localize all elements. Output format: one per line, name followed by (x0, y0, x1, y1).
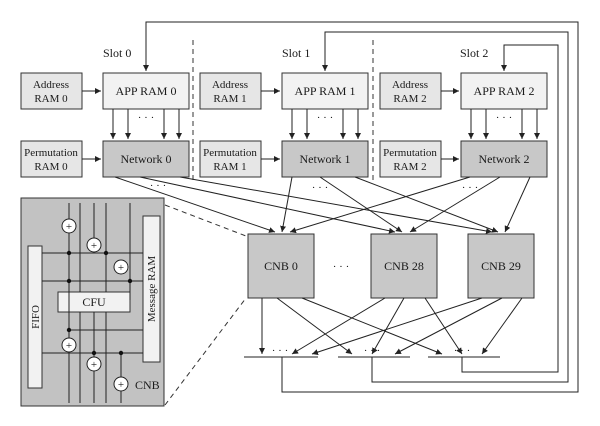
cnb-0-label: CNB 0 (264, 259, 298, 273)
address-ram-1 (199, 72, 262, 110)
adder-5: + (86, 356, 102, 372)
adder-5-symbol: + (91, 359, 97, 371)
network-2-label: Network 2 (479, 152, 530, 166)
cfu-label: CFU (82, 295, 106, 309)
bus-0-ellipsis: · · · (272, 345, 289, 357)
net2-out-ellipsis: · · · (462, 182, 479, 194)
slot-0-label: Slot 0 (103, 46, 131, 60)
adder-4: + (61, 337, 77, 353)
message-ram-block (142, 215, 161, 363)
address-ram-0 (20, 72, 83, 110)
permutation-ram-0-line2: RAM 0 (34, 161, 68, 173)
app-ram-2-label: APP RAM 2 (474, 84, 535, 98)
permutation-ram-2-line2: RAM 2 (393, 161, 426, 173)
address-ram-0-line2: RAM 0 (34, 93, 68, 105)
cnb-28-label: CNB 28 (384, 259, 424, 273)
adder-4-symbol: + (66, 340, 72, 352)
address-ram-0-line1: Address (33, 79, 69, 91)
network-2 (460, 140, 548, 178)
network-1 (281, 140, 369, 178)
app-ram-0-label: APP RAM 0 (116, 84, 177, 98)
cnb-row-ellipsis: · · · (333, 261, 350, 273)
feedback-loops (143, 21, 579, 393)
app-ram-0 (102, 72, 190, 110)
message-ram-label: Message RAM (146, 256, 158, 323)
permutation-ram-1 (199, 140, 262, 178)
app0-bus-ellipsis: · · · (138, 112, 155, 124)
app-ram-1-label: APP RAM 1 (295, 84, 356, 98)
cnb-29 (467, 233, 535, 299)
feedback-to-app-ram-2 (461, 44, 559, 373)
adder-3-symbol: + (118, 262, 124, 274)
adder-1: + (61, 218, 77, 234)
app1-bus-ellipsis: · · · (317, 112, 334, 124)
app2-bus-ellipsis: · · · (496, 112, 513, 124)
cnb-to-bus-links (259, 297, 523, 355)
adder-3: + (113, 259, 129, 275)
cnb-0 (247, 233, 315, 299)
bus-2-ellipsis: · · · (454, 345, 471, 357)
network-0 (102, 140, 190, 178)
network-to-cnb-links (114, 176, 531, 234)
address-ram-1-line2: RAM 1 (213, 93, 246, 105)
cnb-29-label: CNB 29 (481, 259, 521, 273)
cnb-row: CNB 0 · · · CNB 28 CNB 29 (247, 233, 535, 299)
permutation-ram-1-line2: RAM 1 (213, 161, 246, 173)
address-ram-2 (379, 72, 442, 110)
fifo-label: FIFO (30, 305, 42, 329)
adder-6: + (113, 376, 129, 392)
permutation-ram-0-line1: Permutation (24, 147, 78, 159)
network-0-label: Network 0 (121, 152, 172, 166)
adder-2: + (86, 237, 102, 253)
zoom-line-bottom (164, 297, 247, 406)
permutation-ram-2 (379, 140, 442, 178)
slot-1: Slot 1 Address RAM 1 APP RAM 1 Permutati… (199, 46, 369, 194)
net1-out-ellipsis: · · · (312, 182, 329, 194)
cnb-28 (370, 233, 438, 299)
net0-out-ellipsis: · · · (150, 180, 167, 192)
address-ram-2-line1: Address (392, 79, 428, 91)
slot-0: Slot 0 Address RAM 0 APP RAM 0 Permutati… (20, 46, 190, 192)
cnb-detail-label: CNB (135, 378, 160, 392)
address-ram-2-line2: RAM 2 (393, 93, 426, 105)
permutation-ram-1-line1: Permutation (203, 147, 257, 159)
slot-2: Slot 2 Address RAM 2 APP RAM 2 Permutati… (379, 46, 548, 194)
permutation-ram-2-line1: Permutation (383, 147, 437, 159)
feedback-to-app-ram-1 (322, 31, 569, 383)
slot-1-label: Slot 1 (282, 46, 310, 60)
permutation-ram-0 (20, 140, 83, 178)
slot-2-label: Slot 2 (460, 46, 488, 60)
fifo-block (27, 245, 43, 389)
address-ram-1-line1: Address (212, 79, 248, 91)
feedback-to-app-ram-0 (143, 21, 579, 393)
cnb-detail-panel: FIFO Message RAM CFU + (20, 197, 165, 407)
zoom-line-top (164, 204, 247, 237)
bottom-bus: · · · · · · · · · (244, 345, 500, 358)
network-1-label: Network 1 (300, 152, 351, 166)
adder-6-symbol: + (118, 379, 124, 391)
adder-1-symbol: + (66, 221, 72, 233)
app-ram-1 (281, 72, 369, 110)
adder-2-symbol: + (91, 240, 97, 252)
bus-1-ellipsis: · · · (364, 345, 381, 357)
app-ram-2 (460, 72, 548, 110)
